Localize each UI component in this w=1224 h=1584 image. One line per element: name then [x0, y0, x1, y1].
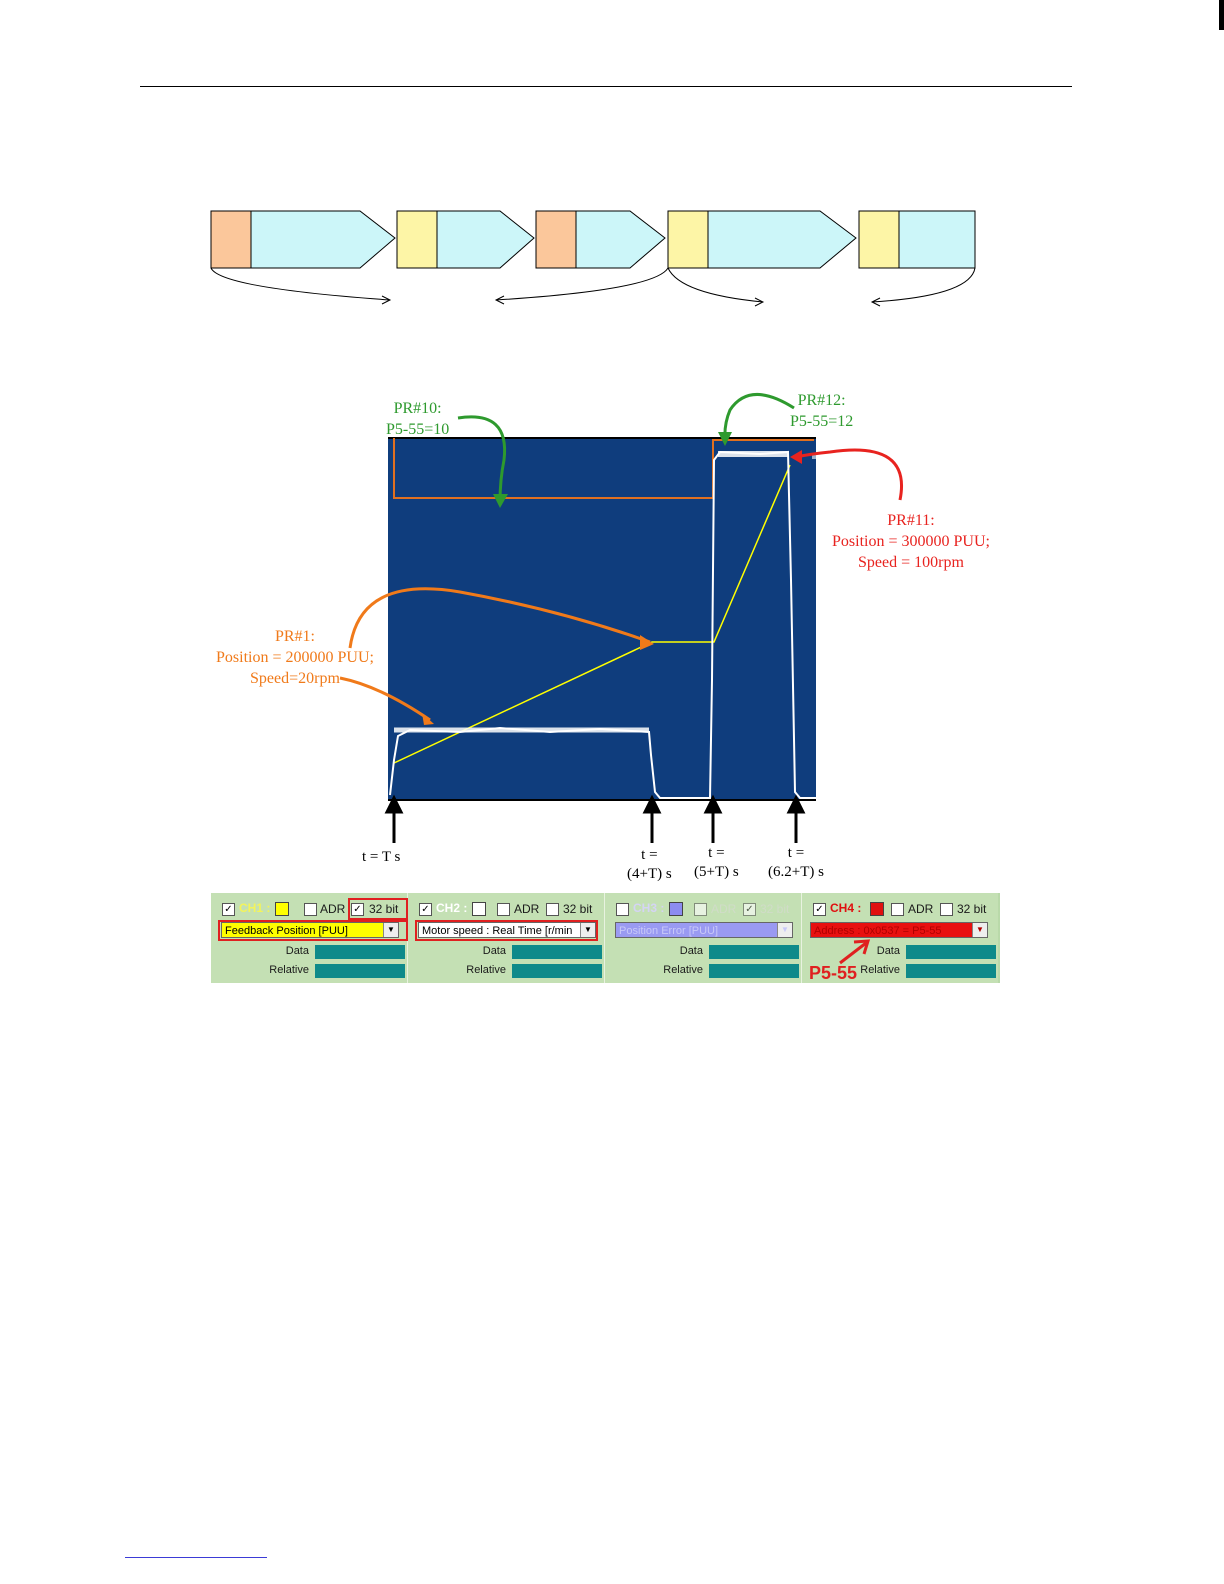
- ch3-enable-checkbox[interactable]: [616, 903, 629, 916]
- ch1-select-highlight: [218, 920, 408, 941]
- ch1-data-field: [315, 945, 405, 959]
- pr11-annotation: PR#11:Position = 300000 PUU;Speed = 100r…: [832, 512, 990, 571]
- ch1-trace: [393, 464, 791, 764]
- ch2-adr-label: ADR: [514, 902, 540, 916]
- pr-block-3: [535, 210, 666, 269]
- ch3-name: CH3 :: [633, 901, 665, 915]
- ch3-adr-label: ADR: [711, 902, 737, 916]
- time-markers: [384, 794, 806, 843]
- ch1-adr-label: ADR: [320, 902, 346, 916]
- chevron-down-icon: ▼: [972, 923, 987, 937]
- chevron-down-icon: ▼: [580, 923, 595, 937]
- scope-figure: PR#10:P5-55=10 PR#12:P5-55=12 PR#11:Posi…: [200, 380, 1020, 890]
- ch1-name: CH1 :: [239, 901, 271, 915]
- ch2-relative-field: [512, 964, 602, 978]
- ch3-data-field: [709, 945, 799, 959]
- channel-panel: ✓ CH1 : ADR ✓ 32 bit Feedback Position […: [211, 893, 1000, 983]
- ch4-relative-label: Relative: [860, 964, 900, 976]
- ch3-relative-label: Relative: [663, 964, 703, 976]
- ch1-data-label: Data: [285, 945, 309, 957]
- time-label-5t: t =(5+T) s: [694, 845, 739, 880]
- ch2-data-label: Data: [482, 945, 506, 957]
- scope-plot-area: [388, 438, 816, 800]
- ch3-relative-field: [709, 964, 799, 978]
- pr12-annotation: PR#12:P5-55=12: [790, 392, 854, 430]
- scope-svg: [339, 393, 903, 843]
- pr1-annotation: PR#1:Position = 200000 PUU;Speed=20rpm: [216, 628, 374, 687]
- channel-ch2: ✓ CH2 : ADR 32 bit Motor speed : Real Ti…: [408, 893, 605, 983]
- ch1-enable-checkbox[interactable]: ✓: [222, 903, 235, 916]
- ch1-32bit-highlight: [348, 898, 408, 920]
- ch3-data-label: Data: [679, 945, 703, 957]
- pr-block-2: [396, 210, 535, 269]
- time-label-62t: t =(6.2+T) s: [768, 845, 824, 880]
- header-rule: [140, 86, 1072, 87]
- ch1-32bit-label: 32 bit: [369, 902, 399, 916]
- ch2-data-field: [512, 945, 602, 959]
- time-label-4t: t =(4+T) s: [627, 847, 672, 882]
- time-label-t: t = T s: [362, 849, 401, 865]
- ch1-relative-field: [315, 964, 405, 978]
- ch2-32bit-label: 32 bit: [563, 902, 593, 916]
- ch2-adr-checkbox[interactable]: [497, 903, 510, 916]
- ch2-source-select[interactable]: Motor speed : Real Time [r/min▼: [418, 922, 596, 938]
- ch4-data-field: [906, 945, 996, 959]
- chevron-down-icon: ▼: [777, 923, 792, 937]
- ch2-color-swatch[interactable]: [472, 902, 486, 916]
- ch4-data-label: Data: [876, 945, 900, 957]
- ch3-32bit-label: 32 bit: [760, 902, 790, 916]
- ch4-32bit-label: 32 bit: [957, 902, 987, 916]
- ch4-source-select[interactable]: Address : 0x0537 = P5-55▼: [810, 922, 988, 938]
- pr10-annotation: PR#10:P5-55=10: [386, 400, 450, 438]
- ch1-color-swatch[interactable]: [275, 902, 289, 916]
- channel-ch4: ✓ CH4 : ADR 32 bit Address : 0x0537 = P5…: [802, 893, 998, 983]
- ch4-adr-label: ADR: [908, 902, 934, 916]
- ch2-enable-checkbox[interactable]: ✓: [419, 903, 432, 916]
- chevron-down-icon: ▼: [383, 923, 398, 937]
- ch1-32bit-checkbox[interactable]: ✓: [351, 903, 364, 916]
- page-edge-bar: [1219, 0, 1224, 30]
- ch3-source-select[interactable]: Position Error [PUU]▼: [615, 922, 793, 938]
- ch2-name: CH2 :: [436, 901, 468, 915]
- pr-sequence-diagram: [210, 210, 976, 307]
- channel-ch1: ✓ CH1 : ADR ✓ 32 bit Feedback Position […: [211, 893, 408, 983]
- ch2-relative-label: Relative: [466, 964, 506, 976]
- ch3-32bit-checkbox[interactable]: ✓: [743, 903, 756, 916]
- ch4-32bit-checkbox[interactable]: [940, 903, 953, 916]
- ch4-color-swatch[interactable]: [870, 902, 884, 916]
- callout-arrow-icon: [839, 939, 871, 965]
- ch4-name: CH4 :: [830, 901, 862, 915]
- ch1-source-select[interactable]: Feedback Position [PUU]▼: [221, 922, 399, 938]
- ch4-adr-checkbox[interactable]: [891, 903, 904, 916]
- ch2-32bit-checkbox[interactable]: [546, 903, 559, 916]
- channel-ch3: CH3 : ADR ✓ 32 bit Position Error [PUU]▼…: [605, 893, 802, 983]
- pr-block-1: [210, 210, 396, 269]
- ch3-color-swatch[interactable]: [669, 902, 683, 916]
- ch4-enable-checkbox[interactable]: ✓: [813, 903, 826, 916]
- ch4-relative-field: [906, 964, 996, 978]
- footer-link-underline: [125, 1557, 267, 1558]
- p5-55-callout: P5-55: [809, 963, 858, 983]
- pr-block-4: [667, 210, 857, 269]
- ch3-adr-checkbox[interactable]: [694, 903, 707, 916]
- ch1-relative-label: Relative: [269, 964, 309, 976]
- flow-arrows: [210, 267, 976, 307]
- ch1-adr-checkbox[interactable]: [304, 903, 317, 916]
- ch2-select-highlight: [415, 920, 598, 941]
- pr-block-5: [858, 210, 976, 269]
